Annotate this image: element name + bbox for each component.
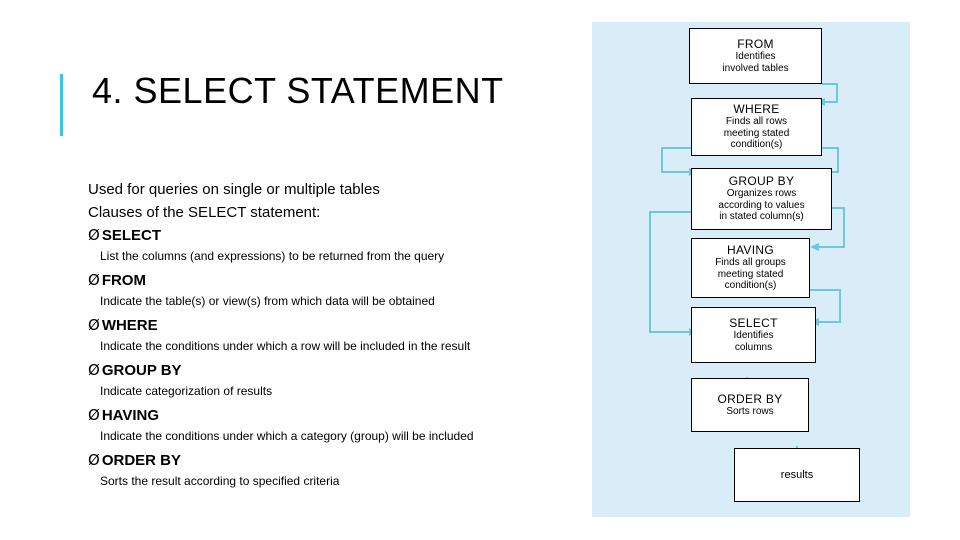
diagram-box-group-by-title: GROUP BY [728,174,795,189]
clause-desc-select: List the columns (and expressions) to be… [100,249,445,263]
clause-desc-having: Indicate the conditions under which a ca… [100,429,474,443]
intro-line-2: Clauses of the SELECT statement: [88,204,321,221]
diagram-box-select: SELECT Identifies columns [691,307,816,363]
diagram-box-order-by: ORDER BY Sorts rows [691,378,809,432]
clause-desc-group-by: Indicate categorization of results [100,384,273,398]
diagram-box-results: results [734,448,860,502]
diagram-box-from: FROM Identifies involved tables [689,28,822,84]
diagram-box-where-line-3: condition(s) [730,139,783,151]
clause-name-having: HAVING [101,407,160,424]
page-title: 4. SELECT STATEMENT [92,70,504,111]
diagram-box-from-title: FROM [737,37,774,51]
diagram-box-select-line-1: Identifies [733,330,774,341]
diagram-box-order-by-title: ORDER BY [717,391,783,406]
title-area: 4. SELECT STATEMENT [60,70,680,140]
body-content: Used for queries on single or multiple t… [88,182,588,498]
clause-name-group-by: GROUP BY [101,362,182,379]
diagram-box-group-by-line-2: according to values [718,199,805,211]
diagram-box-where-title: WHERE [733,102,780,117]
diagram-box-having-title: HAVING [727,243,774,258]
diagram-box-from-line-1: Identifies [735,51,776,62]
clause-desc-from: Indicate the table(s) or view(s) from wh… [100,294,435,308]
diagram-box-where: WHERE Finds all rows meeting stated cond… [691,98,822,156]
clause-item-select: Ø SELECT [88,226,588,244]
diagram-box-group-by-line-1: Organizes rows [726,188,797,200]
diagram-box-having-line-2: meeting stated [717,268,784,280]
diagram-box-having-line-1: Finds all groups [715,257,786,269]
diagram-box-where-line-1: Finds all rows [725,116,788,128]
clause-item-group-by: Ø GROUP BY [88,361,588,379]
query-processing-diagram: FROM Identifies involved tables WHERE Fi… [592,22,910,517]
arrow-bullet-icon: Ø [88,226,100,244]
diagram-box-group-by: GROUP BY Organizes rows according to val… [691,168,832,230]
arrow-bullet-icon: Ø [88,316,100,334]
diagram-box-results-label: results [780,469,814,481]
diagram-box-select-title: SELECT [729,316,778,330]
clause-name-select: SELECT [101,227,161,244]
clause-item-order-by: Ø ORDER BY [88,451,588,469]
diagram-box-having-line-3: condition(s) [724,280,777,292]
clause-item-from: Ø FROM [88,271,588,289]
arrow-bullet-icon: Ø [88,451,100,469]
title-accent-bar [60,74,63,136]
clause-item-having: Ø HAVING [88,406,588,424]
arrow-bullet-icon: Ø [88,406,100,424]
clause-name-from: FROM [101,272,146,289]
arrow-bullet-icon: Ø [88,361,100,379]
clause-desc-order-by: Sorts the result according to specified … [100,474,340,488]
diagram-box-having: HAVING Finds all groups meeting stated c… [691,238,810,298]
clause-name-order-by: ORDER BY [101,452,181,469]
clause-desc-where: Indicate the conditions under which a ro… [100,339,471,353]
diagram-box-group-by-line-3: in stated column(s) [719,211,804,223]
intro-line-1: Used for queries on single or multiple t… [88,181,380,198]
clause-item-where: Ø WHERE [88,316,588,334]
diagram-box-from-line-2: involved tables [722,62,789,74]
diagram-box-select-line-2: columns [734,341,773,353]
diagram-box-order-by-line-1: Sorts rows [726,405,774,417]
arrow-bullet-icon: Ø [88,271,100,289]
clause-name-where: WHERE [101,317,158,334]
diagram-box-where-line-2: meeting stated [723,127,790,139]
